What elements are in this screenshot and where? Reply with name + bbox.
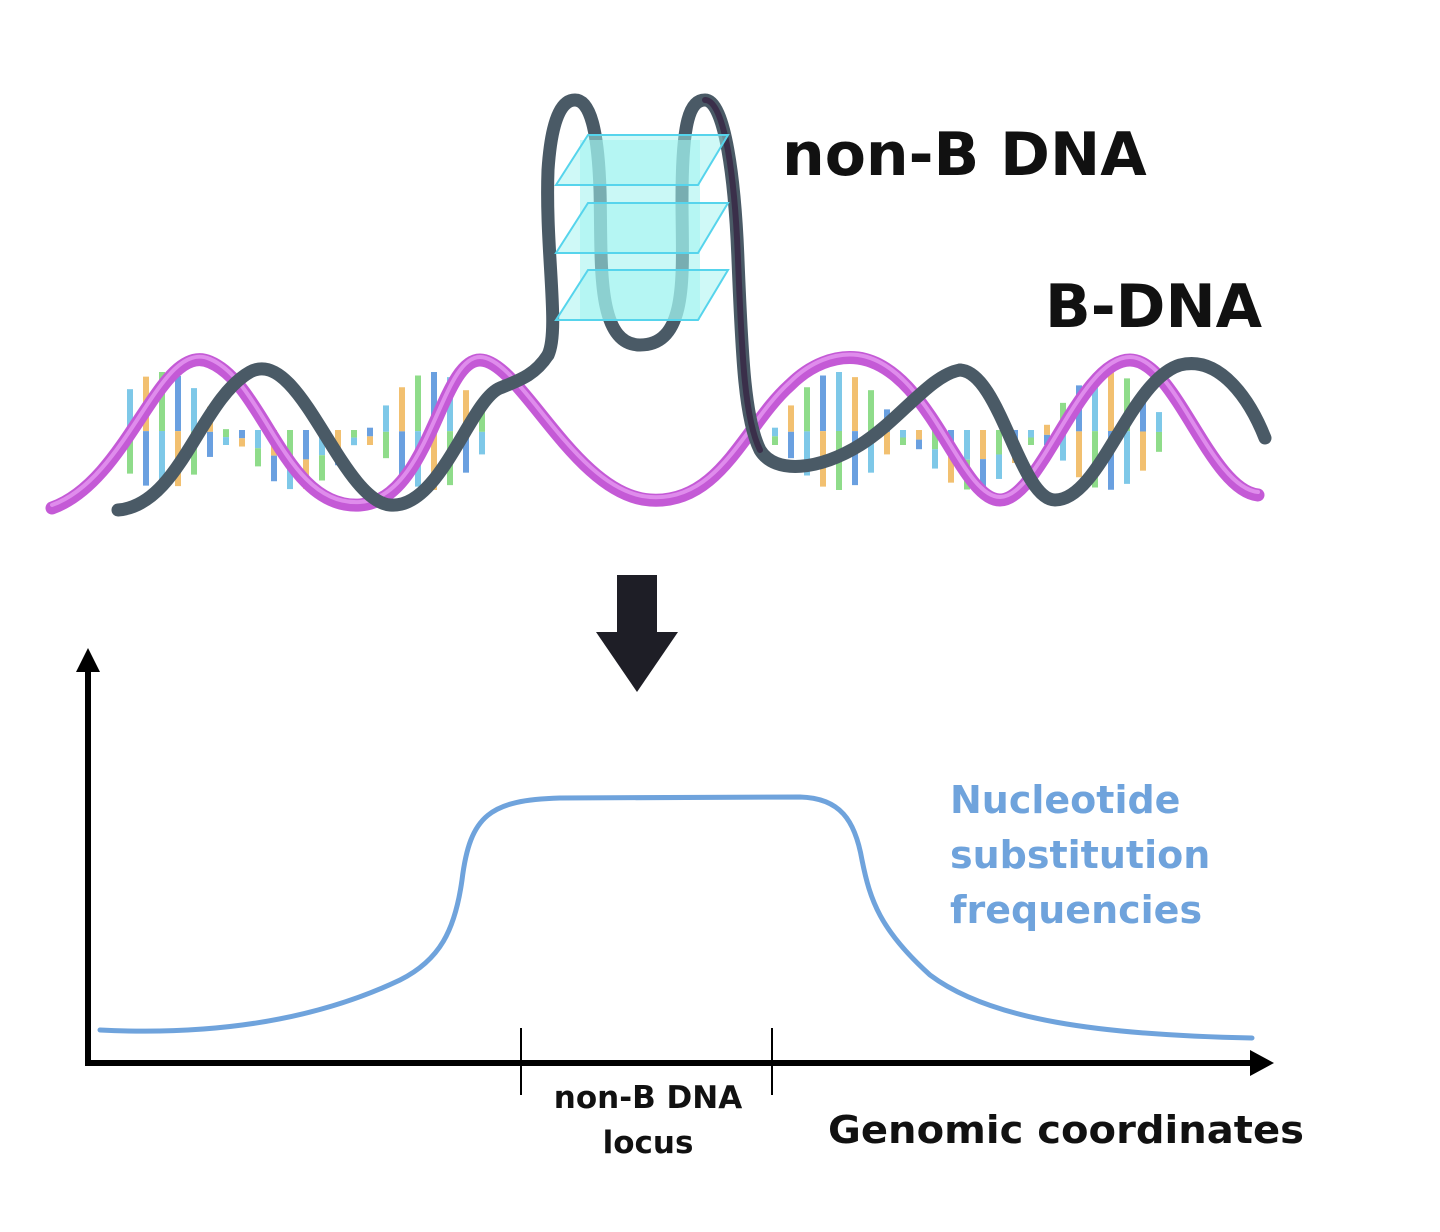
substitution-frequency-curve xyxy=(97,794,1255,1041)
locus-label-line-2: locus xyxy=(603,1125,694,1161)
curve-label-line-1: Nucleotide xyxy=(950,778,1180,822)
x-axis-label: Genomic coordinates xyxy=(828,1108,1304,1152)
curve-label-line-3: frequencies xyxy=(950,888,1202,932)
dna-strand-dark-right xyxy=(953,357,1272,507)
dna-strand-quadruplex-edge xyxy=(702,97,763,453)
curve-label-line-2: substitution xyxy=(950,833,1210,877)
locus-label-line-1: non-B DNA xyxy=(554,1080,742,1116)
x-axis-arrowhead xyxy=(1250,1050,1274,1076)
g-quartet-plate xyxy=(554,202,730,254)
non-b-dna-label: non-B DNA xyxy=(782,120,1147,190)
y-axis-arrowhead xyxy=(76,648,100,672)
dna-strand-purple-highlight xyxy=(50,352,1260,507)
plot: Nucleotide substitution frequencies non-… xyxy=(76,648,1304,1161)
b-dna-label: B-DNA xyxy=(1045,272,1263,342)
g-quartet-plates xyxy=(554,134,730,321)
dna-strand-dark-left xyxy=(111,348,555,517)
g-quartet-plate xyxy=(554,134,730,186)
dna-illustration xyxy=(45,93,1272,517)
down-arrow-icon xyxy=(596,575,678,692)
g-quartet-plate xyxy=(554,269,730,321)
